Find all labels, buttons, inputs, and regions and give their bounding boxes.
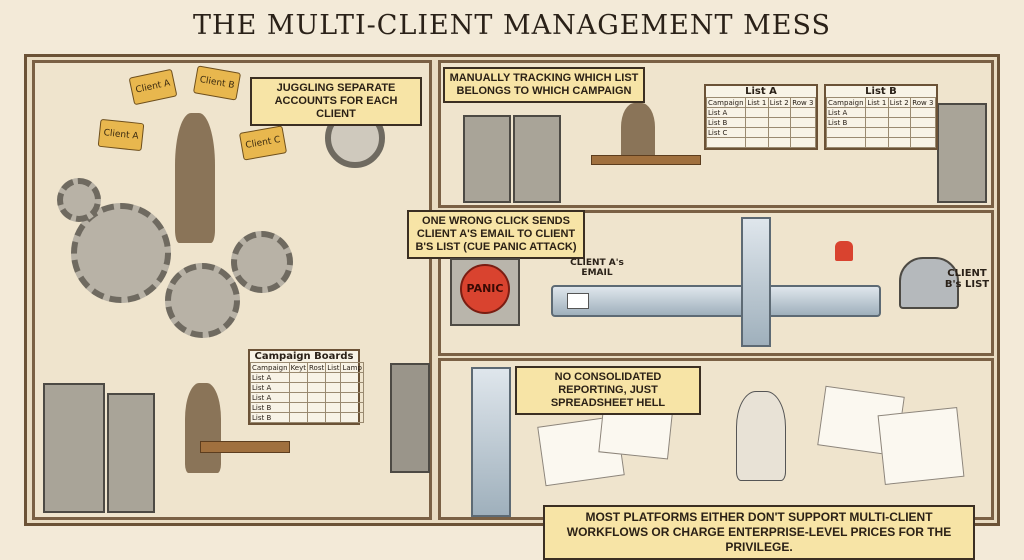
folder-client-b: Client B [192,65,242,101]
row-label: List A [250,372,290,383]
filing-cabinet [107,393,155,513]
juggling-caption: JUGGLING SEPARATE ACCOUNTS FOR EACH CLIE… [250,77,422,126]
client-b-list-label: CLIENT B's LIST [944,268,990,290]
header-cell: Keyt [288,362,309,373]
alarm-light-icon [835,241,853,261]
filing-cabinet [937,103,987,203]
pipe [471,367,511,517]
woman-with-magnifier-figure [185,383,221,473]
row-label: List A [705,107,747,118]
header-cell: Campaign [705,97,747,108]
campaign-boards-title: Campaign Boards [254,351,354,362]
list-b-title: List B [865,86,897,97]
client-a-email-label: CLIENT A's EMAIL [570,258,624,278]
wrong-click-caption: ONE WRONG CLICK SENDS CLIENT A'S EMAIL T… [407,210,585,259]
header-cell: List 1 [745,97,769,108]
tracking-caption: MANUALLY TRACKING WHICH LIST BELONGS TO … [443,67,645,103]
pipe [551,285,881,317]
desk [200,441,290,453]
mailbox [899,257,959,309]
wrong-click-panel [438,210,994,356]
header-cell: Campaign [825,97,867,108]
header-cell: Rost [306,362,327,373]
stressed-man-figure [736,391,786,481]
row-label: List B [250,412,290,423]
header-cell: Row 3 [790,97,816,108]
footer-caption: MOST PLATFORMS EITHER DON'T SUPPORT MULT… [543,505,975,560]
header-cell: Campaign [250,362,290,373]
filing-cabinet [43,383,105,513]
row-label: List A [250,382,290,393]
page-title: THE MULTI-CLIENT MANAGEMENT MESS [193,10,831,41]
man-with-magnifier-figure [621,103,655,163]
row-label: List B [250,402,290,413]
envelope-icon [567,293,589,309]
header-cell: List [325,362,342,373]
row-label: List B [825,117,867,128]
header-cell: Lamp [340,362,364,373]
gear-icon [231,231,293,293]
header-cell: List 1 [865,97,889,108]
pipe [741,217,771,347]
left-panel: Client A Client B Client A Client C [32,60,432,520]
machine [390,363,430,473]
gear-icon [165,263,240,338]
filing-cabinet [513,115,561,203]
folder-client-c: Client C [238,125,288,161]
juggling-man-figure [175,113,215,243]
header-cell: Row 3 [910,97,936,108]
filing-cabinet [463,115,511,203]
header-cell: List 2 [767,97,792,108]
folder-client-a: Client A [128,68,178,106]
row-label: List A [250,392,290,403]
row-label: List A [825,107,867,118]
list-a-title: List A [745,86,777,97]
row-label: List C [705,127,747,138]
gear-icon [57,178,101,222]
panic-button[interactable]: PANIC [460,264,510,314]
spreadsheet-chart [877,407,965,485]
reporting-caption: NO CONSOLIDATED REPORTING, JUST SPREADSH… [515,366,701,415]
desk [591,155,701,165]
row-label: List B [705,117,747,128]
header-cell: List 2 [887,97,912,108]
folder-client-a: Client A [97,118,145,152]
